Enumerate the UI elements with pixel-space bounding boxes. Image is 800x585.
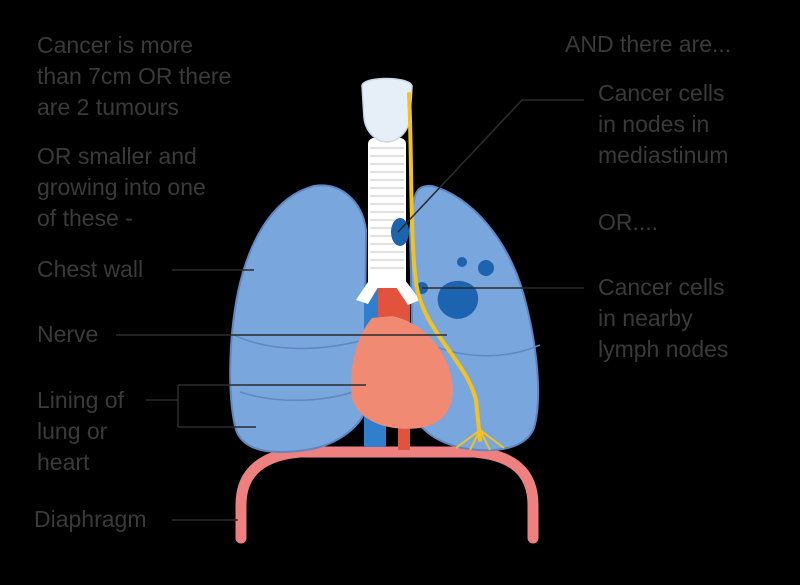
larynx [361, 77, 413, 143]
leader-lines [116, 99, 584, 521]
tumour-main [437, 280, 479, 319]
right-lung-fissure [233, 334, 365, 350]
mediastinum-leader [397, 99, 584, 233]
phrenic-nerve [407, 92, 482, 442]
tumour-fragment [457, 257, 467, 267]
label-or-smaller: OR smaller and growing into one of these… [37, 143, 206, 231]
right-lung [229, 184, 368, 454]
label-intro: Cancer is more than 7cm OR there are 2 t… [37, 32, 232, 120]
left-bronchus [394, 276, 420, 305]
tumour-small [478, 260, 494, 276]
diaphragm-shape [235, 446, 539, 544]
label-or: OR.... [598, 209, 659, 235]
label-lining: Lining of lung or heart [37, 387, 124, 475]
label-mediastinum: Cancer cells in nodes in mediastinum [598, 80, 729, 168]
label-chest-wall: Chest wall [37, 256, 144, 282]
label-nearby-nodes: Cancer cells in nearby lymph nodes [598, 274, 729, 362]
nerve-branches [455, 429, 505, 451]
label-nerve: Nerve [37, 321, 99, 347]
right-bronchus [356, 276, 380, 304]
trachea [368, 138, 406, 288]
label-diaphragm: Diaphragm [34, 506, 147, 532]
label-and-there-are: AND there are... [565, 31, 732, 57]
heart [350, 316, 453, 429]
